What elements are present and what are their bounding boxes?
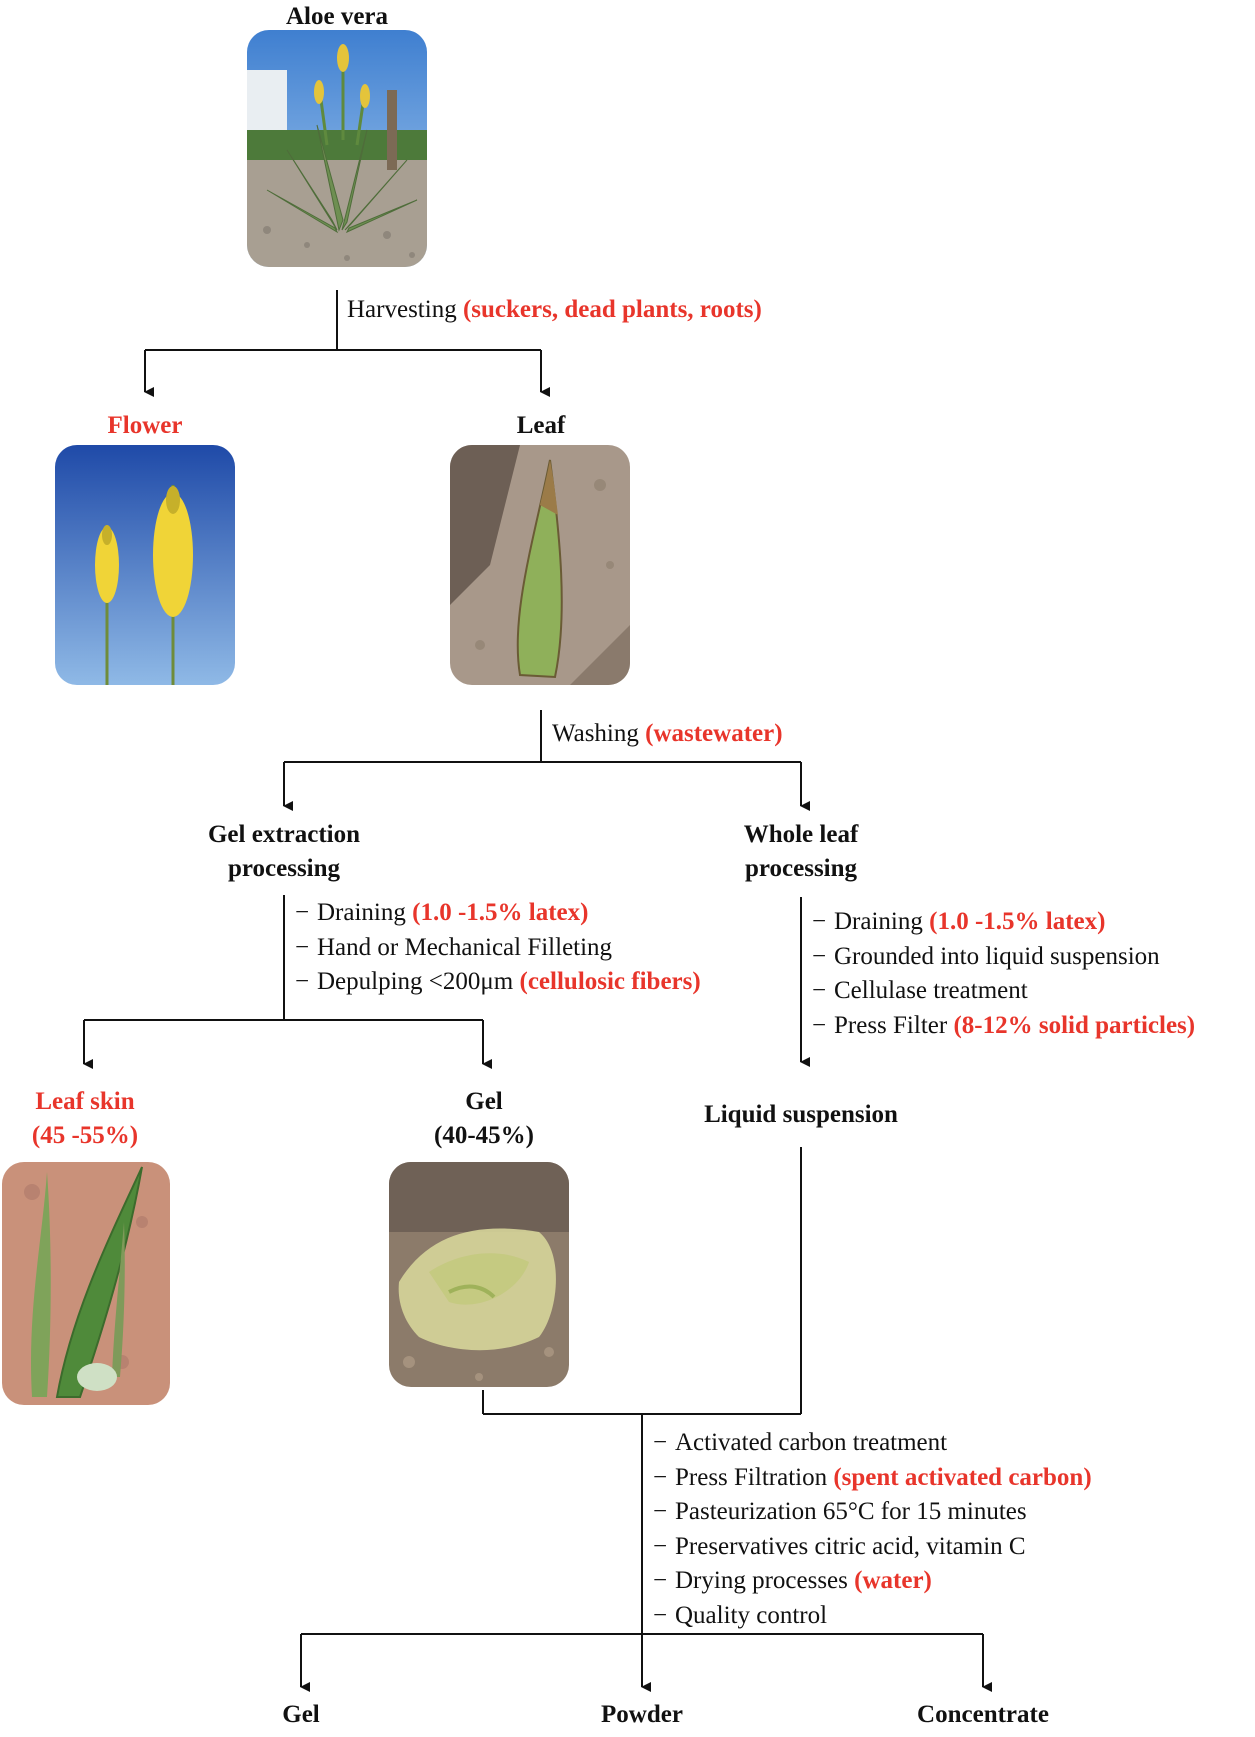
node-leaf-title: Leaf [516,412,566,439]
final-step-1: −Activated carbon treatment [653,1429,948,1456]
gel-extraction-steps: −Draining (1.0 -1.5% latex) −Hand or Mec… [295,896,701,1000]
final-step-5: −Drying processes (water) [653,1567,932,1594]
gel-step-1: −Draining (1.0 -1.5% latex) [295,899,589,926]
gel-image [389,1162,569,1387]
product-powder: Powder [601,1701,683,1728]
node-aloe-vera-title: Aloe vera [285,3,389,30]
whole-step-2: −Grounded into liquid suspension [812,942,1160,970]
leaf-skin-image [2,1162,170,1405]
node-flower-title: Flower [107,412,183,439]
final-step-4: −Preservatives citric acid, vitamin C [653,1532,1026,1560]
product-concentrate: Concentrate [917,1701,1049,1728]
final-step-3: −Pasteurization 65°C for 15 minutes [653,1498,1027,1525]
gel-step-2: −Hand or Mechanical Filleting [295,933,613,961]
node-gel-title: Gel (40-45%) [434,1088,534,1149]
final-processing-steps: −Activated carbon treatment −Press Filtr… [653,1426,1092,1633]
gel-step-3: −Depulping <200μm (cellulosic fibers) [295,968,701,995]
edge-harvesting-label: Harvesting (suckers, dead plants, roots) [347,296,762,323]
node-gel-extraction-title: Gel extraction processing [207,821,361,882]
final-step-6: −Quality control [653,1601,828,1629]
node-leaf-skin-title: Leaf skin (45 -55%) [31,1088,139,1149]
aloe-vera-plant-image [247,30,427,267]
node-whole-leaf-title: Whole leaf processing [743,821,859,882]
whole-step-3: −Cellulase treatment [812,977,1028,1004]
product-gel: Gel [282,1701,320,1728]
whole-leaf-steps: −Draining (1.0 -1.5% latex) −Grounded in… [812,905,1195,1043]
node-liquid-suspension-title: Liquid suspension [704,1101,898,1128]
edge-washing-label: Washing (wastewater) [552,720,783,747]
whole-step-1: −Draining (1.0 -1.5% latex) [812,908,1106,935]
whole-step-4: −Press Filter (8-12% solid particles) [812,1011,1196,1039]
final-step-2: −Press Filtration (spent activated carbo… [653,1463,1092,1491]
flower-image [55,445,235,685]
leaf-image [450,445,630,685]
